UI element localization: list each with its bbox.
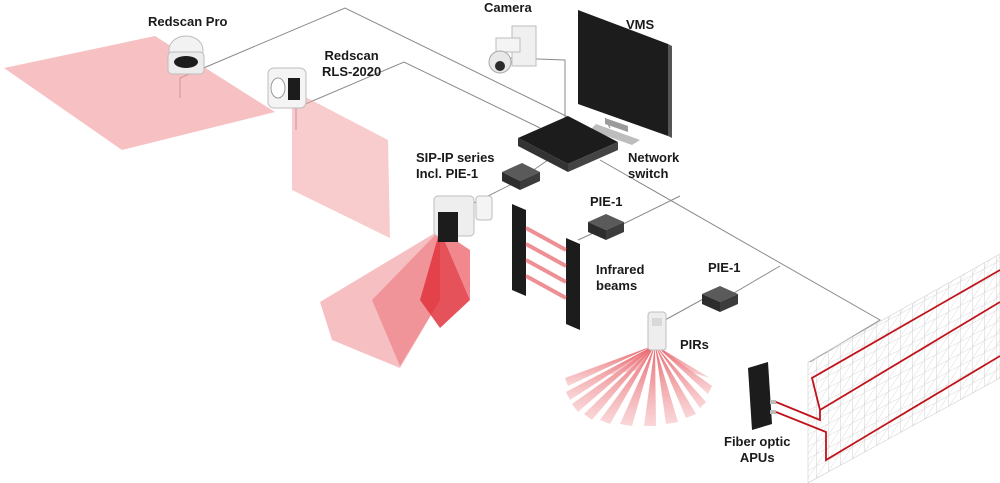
label-fiber-line1: Fiber optic xyxy=(724,434,791,449)
cable-camera xyxy=(509,57,566,120)
label-sip-ip-line1: SIP-IP series xyxy=(416,150,495,165)
label-network-switch-line1: Network xyxy=(628,150,680,165)
label-pie1-b: PIE-1 xyxy=(708,260,741,275)
pie1-a-box xyxy=(588,214,624,240)
pir-detection-area xyxy=(565,345,712,426)
redscan-pro-device xyxy=(167,35,205,75)
label-fiber-line2: APUs xyxy=(739,450,775,465)
sip-ip-pie-box xyxy=(502,163,540,190)
fiber-apu-device xyxy=(748,362,776,430)
label-redscan-rls-line2: RLS-2020 xyxy=(322,64,382,79)
redscan-pro-detection-area xyxy=(4,36,275,150)
label-infrared-line2: beams xyxy=(596,278,638,293)
pie1-b-box xyxy=(702,286,738,312)
cable-pie1-a xyxy=(614,195,681,229)
label-camera: Camera xyxy=(484,0,532,15)
label-vms: VMS xyxy=(626,17,655,32)
label-fiber-apus: Fiber optic APUs xyxy=(724,434,790,466)
label-redscan-pro: Redscan Pro xyxy=(148,14,228,29)
sip-ip-detection-area xyxy=(320,230,470,368)
label-network-switch: Network switch xyxy=(628,150,679,182)
label-infrared-line1: Infrared xyxy=(596,262,645,277)
cable-pir-pie xyxy=(664,297,706,321)
label-redscan-rls: Redscan RLS-2020 xyxy=(322,48,381,80)
camera-device xyxy=(488,25,537,74)
label-pie1-a: PIE-1 xyxy=(590,194,623,209)
pir-device xyxy=(647,311,667,351)
redscan-rls-device xyxy=(267,67,307,109)
redscan-rls-detection-area xyxy=(292,90,390,238)
infrared-beams xyxy=(512,204,580,330)
fiber-optic-cable xyxy=(775,269,1000,462)
label-pirs: PIRs xyxy=(680,337,709,352)
sip-ip-device xyxy=(433,195,493,242)
label-sip-ip: SIP-IP series Incl. PIE-1 xyxy=(416,150,495,182)
label-sip-ip-line2: Incl. PIE-1 xyxy=(416,166,479,181)
label-infrared-beams: Infrared beams xyxy=(596,262,644,294)
label-network-switch-line2: switch xyxy=(628,166,669,181)
label-redscan-rls-line1: Redscan xyxy=(324,48,379,63)
network-switch-device xyxy=(518,116,618,172)
vms-monitor xyxy=(578,10,672,145)
fence xyxy=(807,253,1000,483)
